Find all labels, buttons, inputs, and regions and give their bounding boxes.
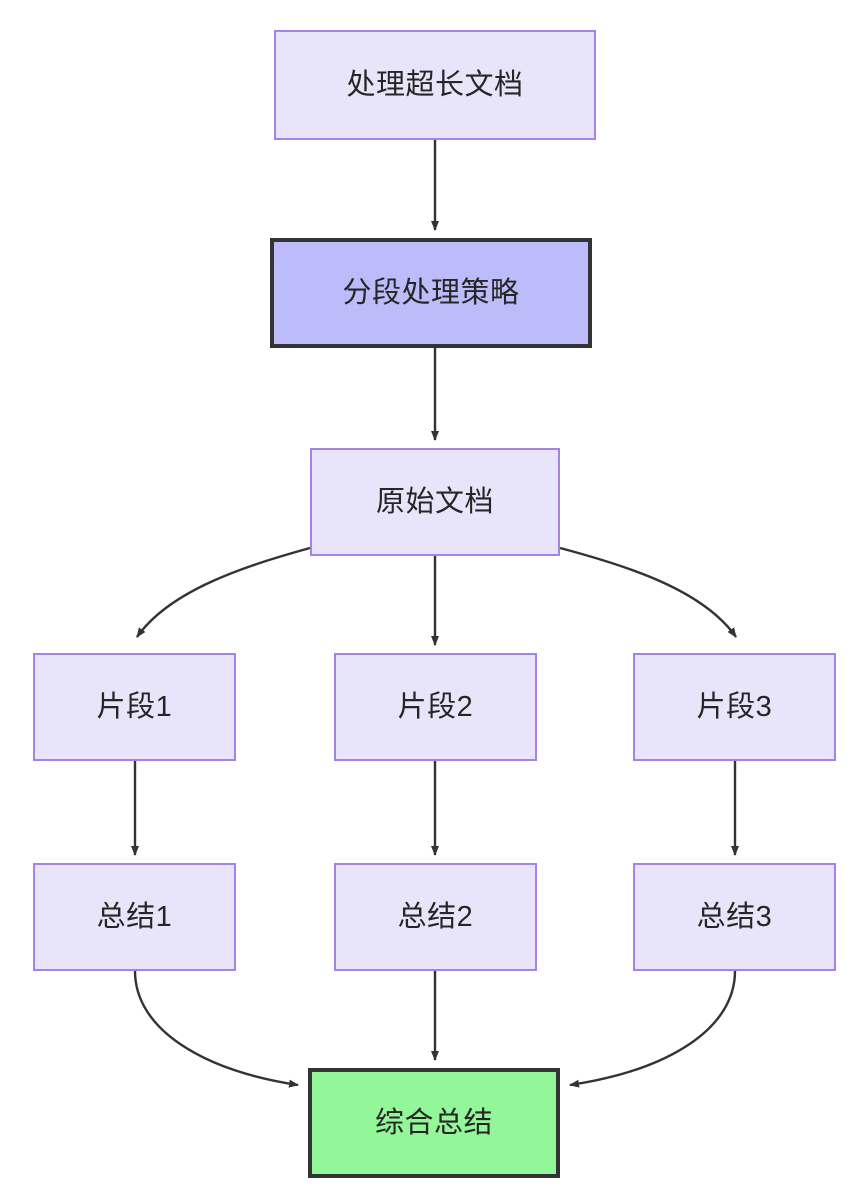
edge-sum1-to-final bbox=[133, 970, 299, 1088]
edge-sum3-to-final bbox=[569, 970, 737, 1088]
node-summary-2[interactable]: 总结2 bbox=[334, 863, 537, 971]
node-summary-1[interactable]: 总结1 bbox=[33, 863, 236, 971]
node-process-long-document[interactable]: 处理超长文档 bbox=[274, 30, 596, 140]
node-chunking-strategy[interactable]: 分段处理策略 bbox=[270, 238, 592, 348]
edge-original-to-frag3 bbox=[559, 546, 737, 638]
edge-original-to-frag1 bbox=[136, 546, 311, 638]
node-fragment-1[interactable]: 片段1 bbox=[33, 653, 236, 761]
node-comprehensive-summary[interactable]: 综合总结 bbox=[308, 1068, 560, 1178]
node-fragment-2[interactable]: 片段2 bbox=[334, 653, 537, 761]
node-summary-3[interactable]: 总结3 bbox=[633, 863, 836, 971]
node-original-document[interactable]: 原始文档 bbox=[310, 448, 560, 556]
node-fragment-3[interactable]: 片段3 bbox=[633, 653, 836, 761]
